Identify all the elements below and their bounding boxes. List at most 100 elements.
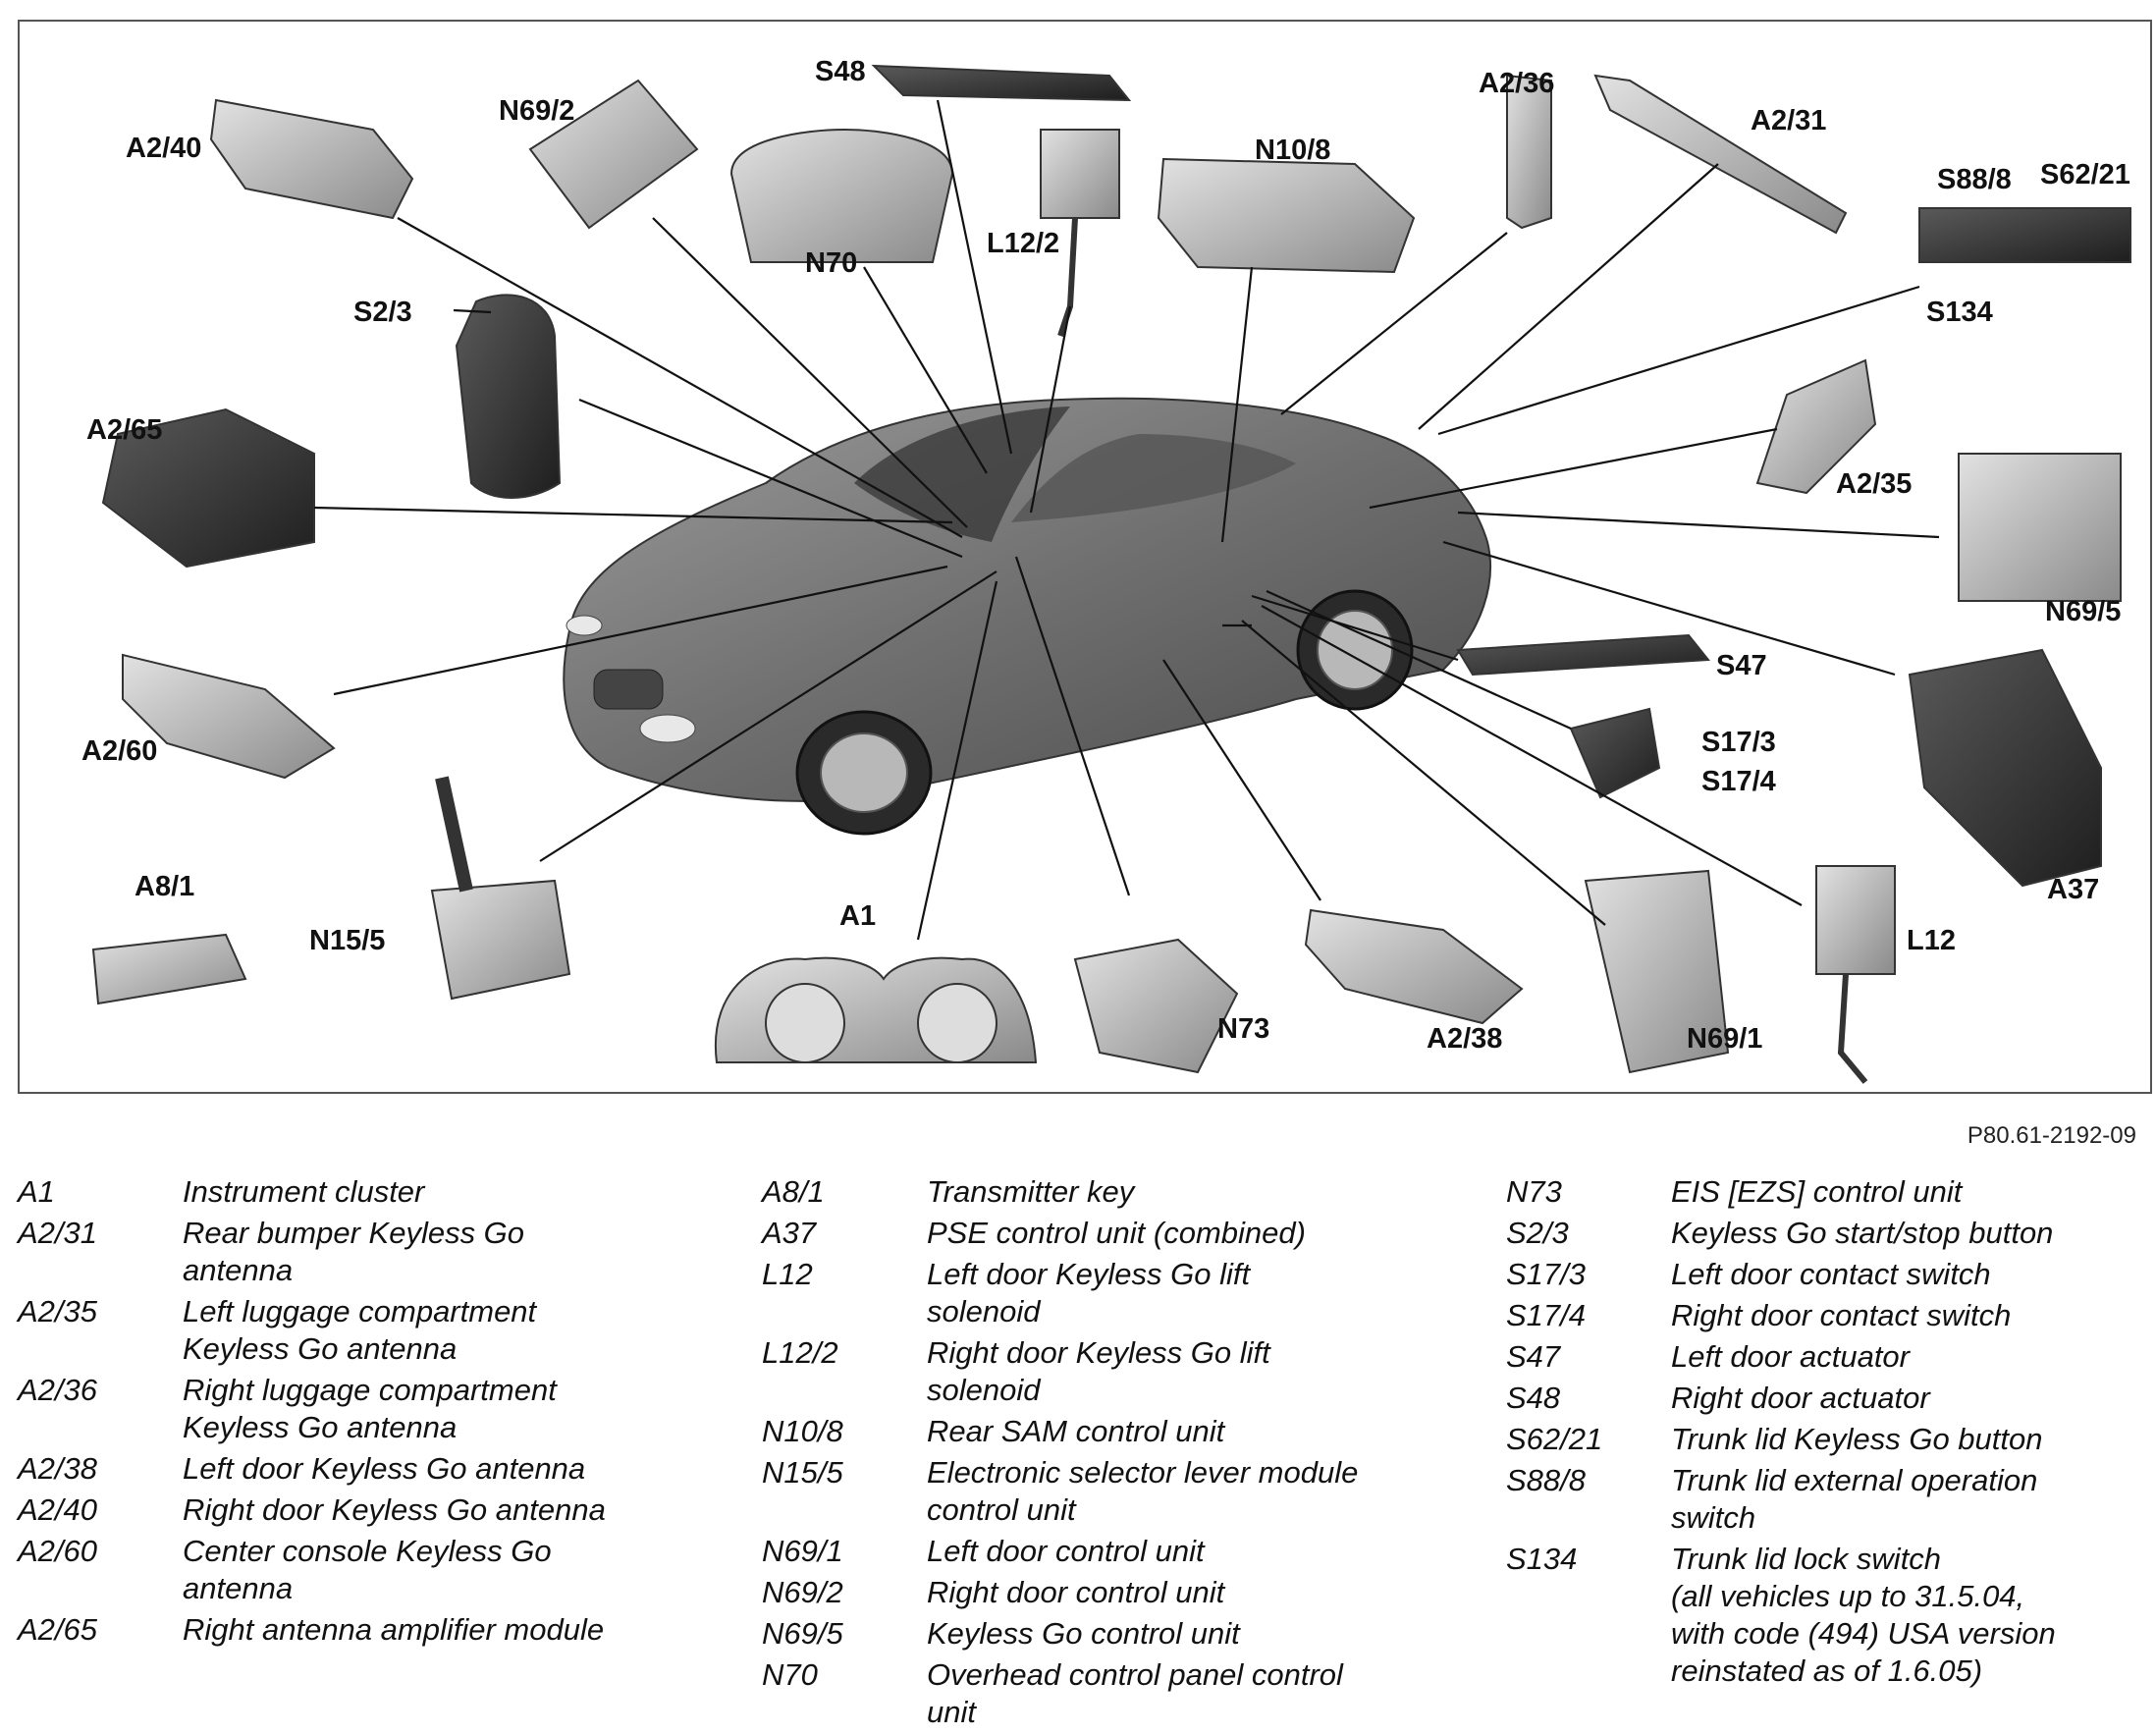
callout-a8-1: A8/1: [135, 871, 194, 902]
part-n70: [729, 128, 954, 263]
legend-code: N69/2: [762, 1575, 843, 1609]
legend-code: A8/1: [762, 1174, 825, 1209]
legend-entry: A2/36 Right luggage compartment Keyless G…: [18, 1372, 713, 1446]
callout-a2-35: A2/35: [1836, 468, 1912, 500]
legend-description: Right door contact switch: [1671, 1298, 2012, 1332]
part-s48: [871, 64, 1132, 102]
legend-code: A2/35: [18, 1294, 98, 1328]
legend-code: A37: [762, 1216, 817, 1250]
car-illustration: [563, 397, 1491, 836]
callout-l12: L12: [1907, 925, 1956, 956]
legend-code: N69/1: [762, 1534, 843, 1568]
legend-description: Left door contact switch: [1671, 1257, 1991, 1291]
legend-code: A2/38: [18, 1451, 98, 1486]
component-location-figure: A2/40 N69/2 S48 N70 L12/2 N10/8 A2/36 A2…: [18, 20, 2152, 1094]
callout-s134: S134: [1926, 297, 1993, 328]
part-n69-5: [1958, 453, 2122, 602]
part-l12: [1815, 865, 1896, 975]
part-a37: [1908, 648, 2102, 888]
callout-s47: S47: [1716, 650, 1767, 681]
legend-description: Keyless Go control unit: [927, 1616, 1240, 1651]
car-body: [563, 397, 1491, 802]
callout-s17-3: S17/3: [1701, 727, 1776, 758]
callout-a37: A37: [2047, 874, 2099, 905]
legend-description: Overhead control panel control unit: [927, 1657, 1343, 1729]
part-a2-60: [122, 653, 336, 780]
legend-description: Rear SAM control unit: [927, 1414, 1225, 1448]
legend-description: Left door Keyless Go lift solenoid: [927, 1257, 1251, 1328]
car-grille: [593, 669, 664, 710]
part-n69-2: [528, 79, 699, 230]
callout-n69-1: N69/1: [1687, 1023, 1762, 1055]
callout-a1: A1: [839, 900, 876, 932]
part-s88-8-s62-21: [1918, 207, 2131, 263]
part-s2-3: [455, 294, 562, 499]
part-n73: [1073, 938, 1239, 1074]
part-a2-35: [1755, 358, 1877, 495]
legend-code: A2/40: [18, 1492, 98, 1527]
part-n69-1: [1584, 869, 1730, 1074]
legend-description: Left door Keyless Go antenna: [183, 1451, 586, 1486]
callout-labels: A2/40 N69/2 S48 N70 L12/2 N10/8 A2/36 A2…: [81, 56, 2130, 1055]
legend-description: Rear bumper Keyless Go antenna: [183, 1216, 525, 1287]
callout-n10-8: N10/8: [1255, 135, 1330, 166]
legend-entry: A2/31 Rear bumper Keyless Go antenna: [18, 1215, 713, 1289]
legend-description: Right door control unit: [927, 1575, 1225, 1609]
legend-description: Right antenna amplifier module: [183, 1612, 605, 1647]
legend-code: N15/5: [762, 1455, 843, 1490]
legend-description: Left door actuator: [1671, 1339, 1910, 1374]
legend-description: Center console Keyless Go antenna: [183, 1534, 552, 1605]
car-windshield: [854, 407, 1070, 542]
figure-reference: P80.61-2192-09: [1967, 1122, 2136, 1149]
legend-description: Right door Keyless Go lift solenoid: [927, 1335, 1270, 1407]
callout-a2-60: A2/60: [81, 735, 157, 767]
legend-code: S134: [1506, 1542, 1578, 1576]
legend-description: Transmitter key: [927, 1174, 1135, 1209]
car-side-window: [1011, 434, 1296, 522]
callout-s88-8: S88/8: [1937, 164, 2012, 195]
leader-lines: [313, 99, 1940, 941]
legend-code: L12: [762, 1257, 813, 1291]
legend-code: A2/60: [18, 1534, 98, 1568]
legend-code: A2/31: [18, 1216, 98, 1250]
legend-entry: L12 Left door Keyless Go lift solenoid: [762, 1256, 1457, 1330]
component-parts: [91, 64, 2131, 1084]
legend-code: S2/3: [1506, 1216, 1569, 1250]
legend-description: Left door control unit: [927, 1534, 1205, 1568]
legend-entry: N69/2 Right door control unit: [762, 1574, 1457, 1611]
callout-a2-36: A2/36: [1479, 68, 1554, 99]
legend-description: Trunk lid external operation switch: [1671, 1463, 2038, 1535]
legend-description: Trunk lid Keyless Go button: [1671, 1422, 2043, 1456]
legend-code: A2/65: [18, 1612, 98, 1647]
callout-s62-21: S62/21: [2040, 159, 2130, 190]
legend-entry: A2/35 Left luggage compartment Keyless Go…: [18, 1293, 713, 1368]
legend-entry: A37 PSE control unit (combined): [762, 1215, 1457, 1252]
legend-code: A2/36: [18, 1373, 98, 1407]
legend-description: PSE control unit (combined): [927, 1216, 1306, 1250]
part-a2-65: [101, 407, 315, 569]
legend-code: N10/8: [762, 1414, 843, 1448]
legend-description: Instrument cluster: [183, 1174, 425, 1209]
legend-description: Left luggage compartment Keyless Go ante…: [183, 1294, 537, 1366]
callout-n70: N70: [805, 247, 857, 279]
part-s47: [1456, 633, 1710, 677]
callout-s48: S48: [815, 56, 866, 87]
legend-code: S48: [1506, 1381, 1561, 1415]
legend-code: S62/21: [1506, 1422, 1603, 1456]
legend-code: L12/2: [762, 1335, 838, 1370]
part-a2-36: [1506, 74, 1552, 230]
part-a2-31: [1593, 74, 1848, 235]
legend-description: Right door actuator: [1671, 1381, 1930, 1415]
legend-description: Right luggage compartment Keyless Go ant…: [183, 1373, 557, 1444]
callout-n69-2: N69/2: [499, 95, 574, 127]
